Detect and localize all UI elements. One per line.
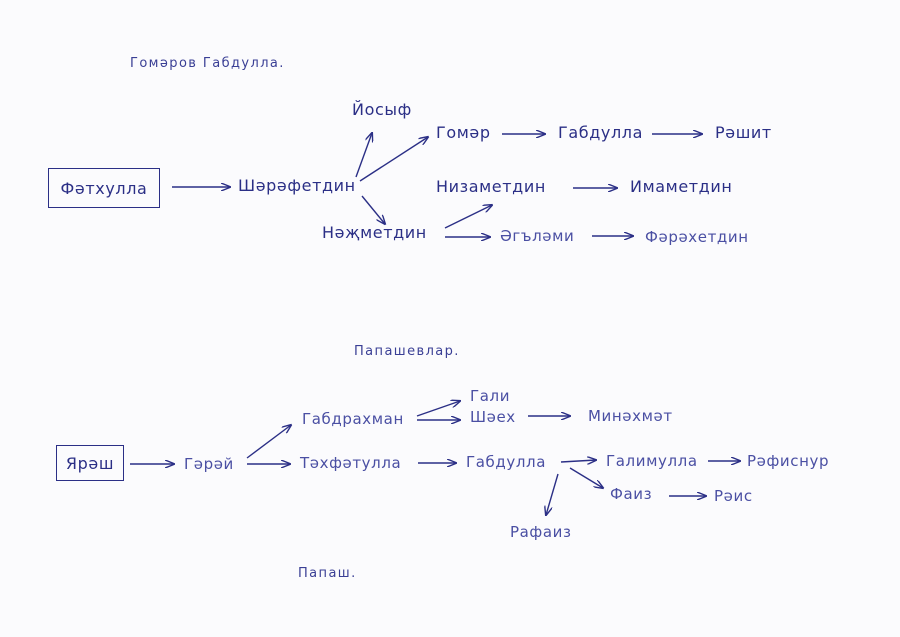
tree2-title: Папашевлар. — [354, 344, 460, 359]
node-yosyf: Йосыф — [352, 100, 412, 119]
arrow-sharafetdin-gomar — [359, 137, 428, 182]
node-gali: Гали — [470, 387, 511, 405]
tree1-title: Гомәров Габдулла. — [130, 56, 285, 71]
node-farahetdin: Фәрәхетдин — [645, 228, 749, 246]
arrow-garay-gabdrahman — [246, 425, 291, 459]
arrow-sharafetdin-najmetdin — [361, 195, 385, 224]
tree1-root-label: Фәтхулла — [60, 178, 148, 198]
node-rashit: Рәшит — [715, 123, 772, 142]
node-shaeh: Шәех — [470, 408, 516, 426]
node-sharafetdin: Шәрәфетдин — [238, 176, 356, 195]
node-gabdrahman: Габдрахман — [302, 410, 404, 428]
node-faiz: Фаиз — [610, 485, 653, 503]
node-tohfatulla: Тәхфәтулла — [300, 454, 402, 472]
node-agalami: Әгъләми — [500, 227, 575, 245]
node-rafisnur: Рәфиснур — [747, 452, 830, 470]
node-nizametdin: Низаметдин — [436, 177, 546, 196]
node-minahmat: Минәхмәт — [588, 407, 673, 425]
arrow-gabdulla-rafaiz — [546, 473, 559, 515]
arrow-sharafetdin-yosyf — [355, 133, 372, 178]
node-gabdulla-2: Габдулла — [466, 453, 547, 471]
node-rais: Рәис — [714, 487, 753, 505]
node-galimulla: Галимулла — [606, 452, 698, 470]
node-imametdin: Имаметдин — [630, 177, 733, 196]
node-najmetdin: Нәҗметдин — [322, 223, 427, 242]
tree1-root-box: Фәтхулла — [48, 168, 160, 208]
arrow-najmetdin-nizametdin — [444, 205, 492, 229]
tree2-root-label: Ярәш — [65, 453, 115, 473]
arrow-gabdulla-galimulla — [560, 460, 596, 462]
arrow-gabdrahman-gali — [416, 401, 460, 417]
node-rafaiz: Рафаиз — [510, 523, 572, 541]
arrow-gabdulla-faiz — [569, 467, 603, 488]
tree2-root-box: Ярәш — [56, 445, 124, 481]
node-gomar: Гомәр — [436, 123, 491, 142]
node-garay: Гәрәй — [184, 455, 234, 473]
footer-title: Папаш. — [298, 566, 357, 581]
node-gabdulla-1: Габдулла — [558, 123, 644, 142]
